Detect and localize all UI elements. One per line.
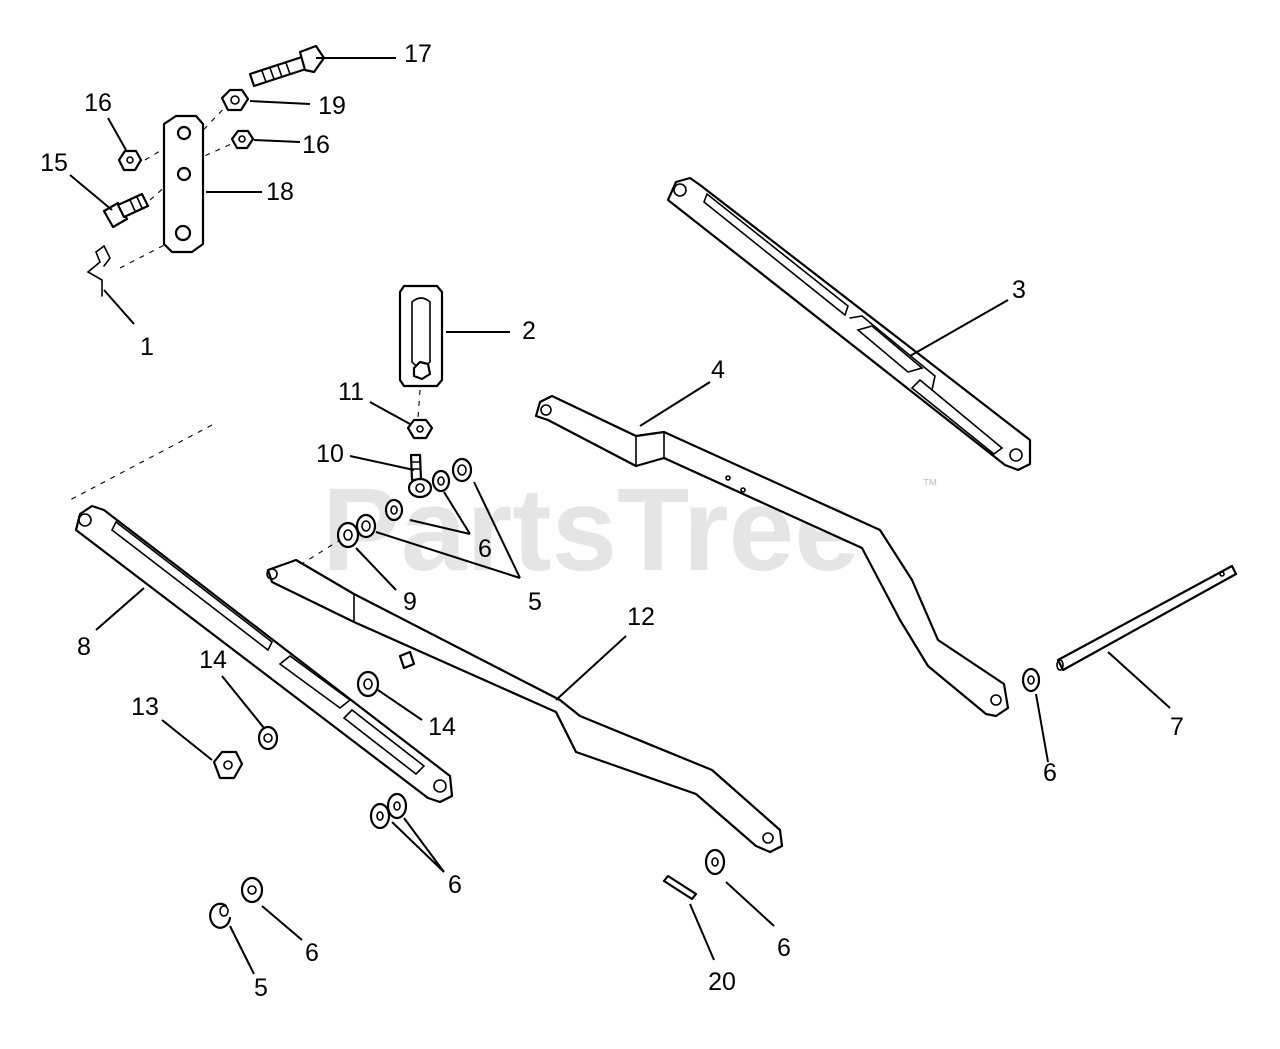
callout-18: 18	[266, 178, 294, 206]
part-3-slotted-link	[666, 176, 1032, 472]
leader-lines	[69, 57, 1171, 975]
part-18-link-plate	[162, 114, 205, 254]
callout-2: 2	[522, 317, 536, 345]
callout-1: 1	[140, 333, 154, 361]
part-5-clip-mid	[355, 513, 377, 539]
part-1-hairpin	[86, 245, 111, 297]
part-20-cotter-pin	[662, 874, 698, 901]
callout-14-right: 14	[428, 713, 456, 741]
part-13-lock-nut	[212, 750, 244, 780]
callout-6-upper: 6	[478, 535, 492, 563]
part-16-nut-left	[117, 149, 143, 172]
part-7-rod	[1056, 564, 1238, 672]
part-15-bolt	[102, 192, 150, 229]
callout-5-bottom-left: 5	[254, 974, 268, 1002]
callout-17: 17	[404, 40, 432, 68]
part-8-slotted-link	[74, 504, 454, 804]
part-19-nut	[220, 88, 250, 112]
part-6-washer-right	[1021, 667, 1041, 693]
callout-19: 19	[318, 92, 346, 120]
callout-5-upper: 5	[528, 588, 542, 616]
assembly-guide-lines	[69, 101, 421, 566]
part-5-clip-upper	[451, 457, 473, 483]
part-4-bent-link	[534, 394, 1010, 718]
part-16-nut-right	[230, 129, 255, 150]
part-2-slotted-bracket	[398, 284, 444, 388]
part-14-washer-left	[257, 725, 279, 751]
part-6-washer-upper	[431, 469, 451, 493]
callout-20: 20	[708, 968, 736, 996]
callout-3: 3	[1012, 276, 1026, 304]
callout-11: 11	[338, 378, 364, 406]
callout-13: 13	[131, 693, 159, 721]
callout-16-left: 16	[84, 89, 112, 117]
callout-16-right: 16	[302, 131, 330, 159]
callout-14-left: 14	[199, 646, 227, 674]
callout-6-bottom-left: 6	[305, 939, 319, 967]
callout-15: 15	[40, 149, 68, 177]
washer-clip-cluster	[336, 457, 473, 549]
part-14-washer-right	[356, 670, 380, 698]
callout-6-lower-middle: 6	[448, 871, 462, 899]
part-11-nut	[406, 418, 434, 440]
callout-6-bottom-right: 6	[777, 934, 791, 962]
part-6-washer-bottom-left	[240, 876, 264, 904]
part-6-washer-mid	[384, 498, 404, 522]
callout-9: 9	[403, 588, 417, 616]
callout-8: 8	[77, 633, 91, 661]
part-17-bolt	[248, 44, 326, 88]
watermark-trademark: ™	[922, 477, 938, 494]
callout-4: 4	[711, 356, 725, 384]
callout-7: 7	[1170, 713, 1184, 741]
callout-labels: 17 19 16 16 15 18 1 2 11 10 3 4 6 5 9 12…	[40, 40, 1184, 1002]
part-12-bent-link	[266, 558, 784, 854]
callout-10: 10	[316, 440, 344, 468]
callout-12: 12	[627, 603, 655, 631]
part-6-washers-lower-middle	[369, 792, 408, 830]
part-6-washer-bottom-right	[704, 848, 726, 876]
part-5-clip-bottom-left	[209, 902, 232, 929]
part-9-washer	[336, 521, 360, 549]
callout-6-right: 6	[1043, 759, 1057, 787]
